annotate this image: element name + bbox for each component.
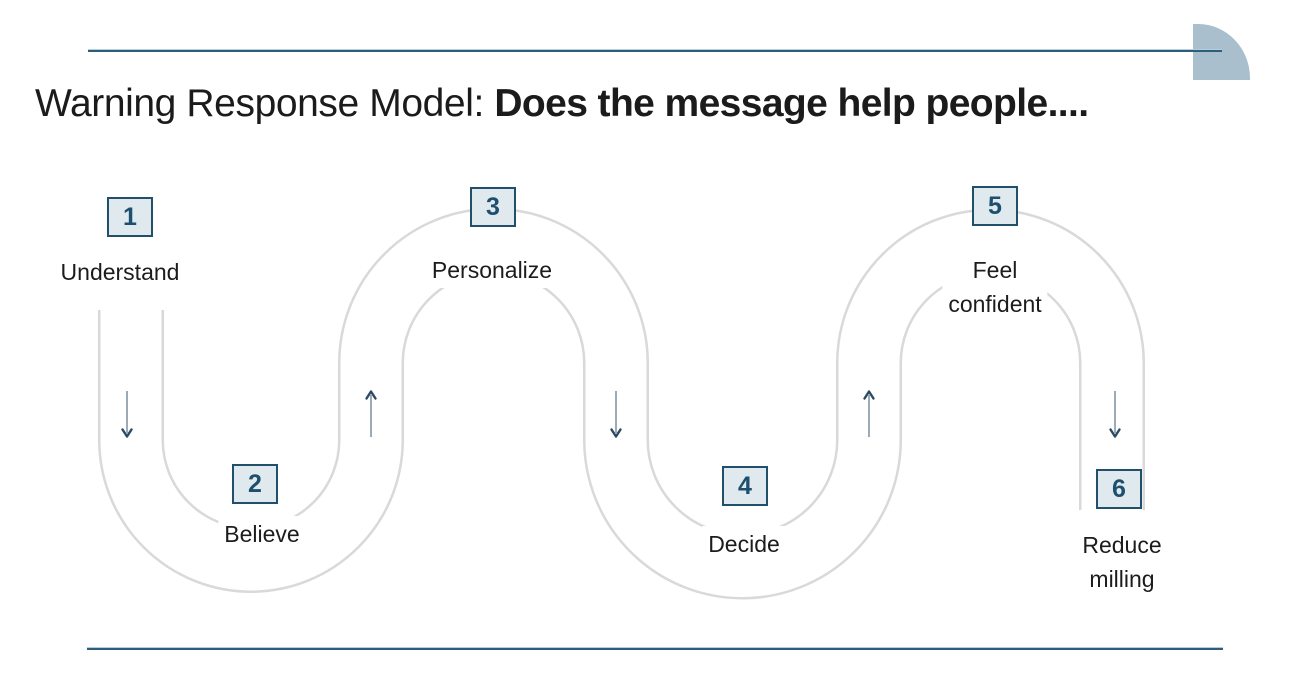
bottom-rule [87,647,1223,650]
arrow-up-icon [365,390,377,437]
step-label-line: Reduce [1082,532,1162,558]
arrow-up-icon [863,390,875,437]
step-number-6: 6 [1096,469,1142,509]
step-number-4: 4 [722,466,768,506]
step-number-5: 5 [972,186,1018,226]
step-label-decide: Decide [702,526,786,562]
arrow-down-icon [610,391,622,438]
title-regular: Warning Response Model: [35,82,495,125]
step-number-2: 2 [232,464,278,504]
step-label-reduce-milling: Reduce milling [1076,527,1168,597]
title-bold: Does the message help people.... [494,82,1089,125]
step-number-1: 1 [107,197,153,237]
step-label-feel-confident: Feel confident [942,252,1048,322]
step-label-understand: Understand [54,254,186,290]
step-label-personalize: Personalize [425,252,559,288]
step-label-line: Feel [972,257,1018,283]
step-label-believe: Believe [218,516,306,552]
top-rule [88,49,1222,52]
step-label-line: confident [948,291,1042,317]
arrow-down-icon [121,391,133,438]
arrow-down-icon [1109,391,1121,438]
step-number-3: 3 [470,187,516,227]
page-title: Warning Response Model: Does the message… [35,82,1265,126]
step-label-line: milling [1089,566,1155,592]
road-fill [100,210,1143,597]
